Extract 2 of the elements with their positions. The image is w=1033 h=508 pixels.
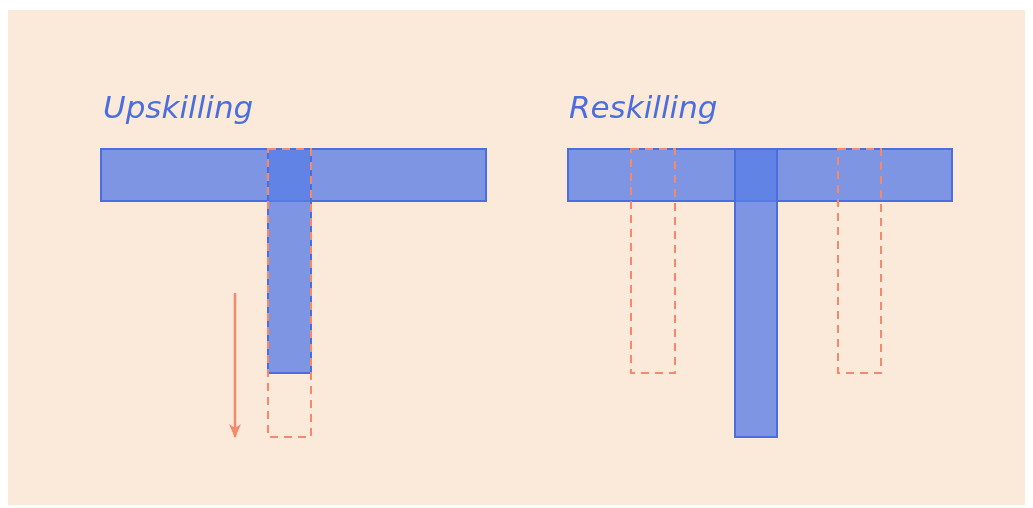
heading: Reskilling (569, 92, 718, 123)
heading: Upskilling (103, 92, 254, 123)
